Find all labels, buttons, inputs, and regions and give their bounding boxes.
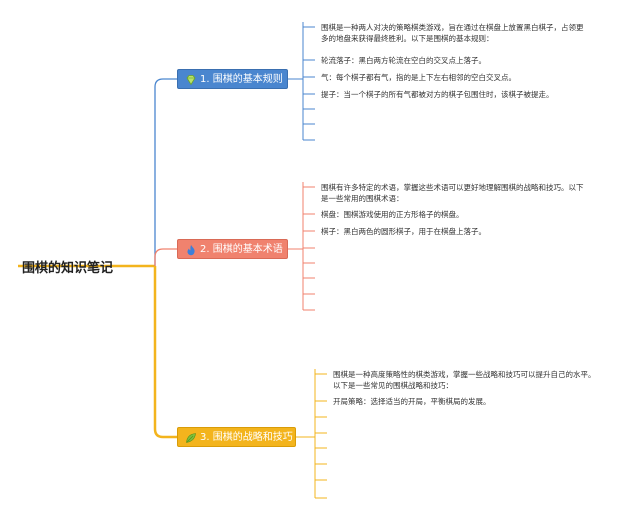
branch-label: 1. 围棋的基本规则 [200, 74, 283, 85]
connector-line [154, 78, 177, 266]
diamond-icon [186, 75, 196, 86]
leaf-note[interactable]: 围棋是一种两人对决的策略棋类游戏，旨在通过在棋盘上放置黑白棋子，占领更多的地盘来… [321, 23, 584, 43]
leaf-note[interactable]: 轮流落子：黑白两方轮流在空白的交叉点上落子。 [321, 56, 486, 65]
root-topic[interactable]: 围棋的知识笔记 [22, 261, 114, 276]
flame-icon [187, 245, 195, 256]
leaf-note[interactable]: 围棋有许多特定的术语，掌握这些术语可以更好地理解围棋的战略和技巧。以下是一些常用… [321, 183, 584, 203]
branch-basic-rules[interactable]: 1. 围棋的基本规则 [177, 69, 288, 89]
connector-line [153, 266, 177, 439]
branch-label: 3. 围棋的战略和技巧 [200, 432, 293, 443]
leaf-note[interactable]: 气：每个棋子都有气，指的是上下左右相邻的空白交叉点。 [321, 73, 516, 82]
leaf-note[interactable]: 棋盘：围棋游戏使用的正方形格子的棋盘。 [321, 210, 464, 219]
connector-line [154, 248, 177, 266]
leaf-note[interactable]: 开局策略：选择适当的开局，平衡棋局的发展。 [333, 397, 491, 406]
branch-strategy[interactable]: 3. 围棋的战略和技巧 [177, 427, 296, 447]
leaf-icon [186, 433, 196, 443]
leaf-note[interactable]: 棋子：黑白两色的圆形棋子，用于在棋盘上落子。 [321, 227, 486, 236]
leaf-note[interactable]: 提子：当一个棋子的所有气都被对方的棋子包围住时，该棋子被提走。 [321, 90, 554, 99]
branch-label: 2. 围棋的基本术语 [200, 244, 283, 255]
branch-basic-terms[interactable]: 2. 围棋的基本术语 [177, 239, 288, 259]
leaf-note[interactable]: 围棋是一种高度策略性的棋类游戏，掌握一些战略和技巧可以提升自己的水平。以下是一些… [333, 370, 596, 390]
